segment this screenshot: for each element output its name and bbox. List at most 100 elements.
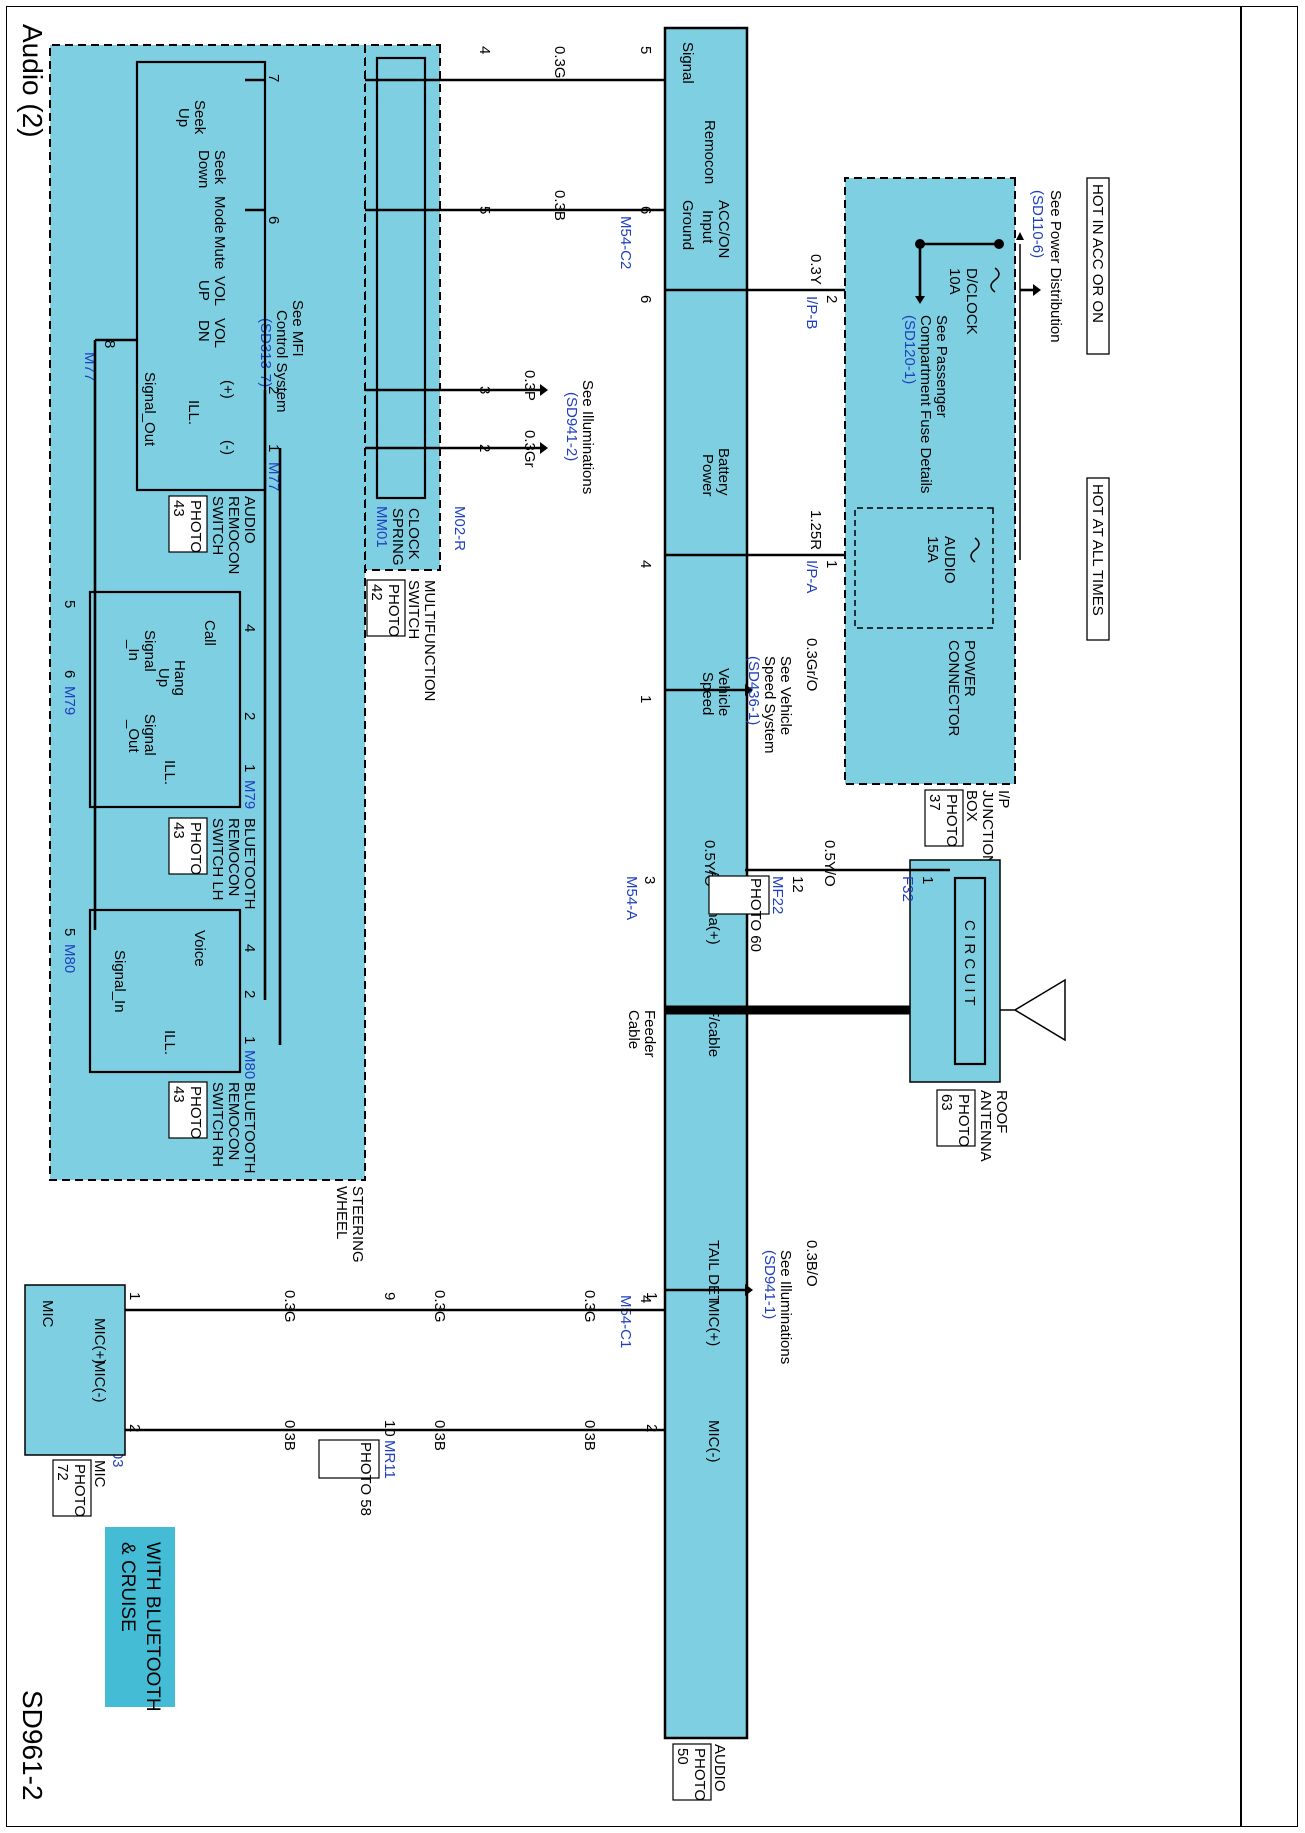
pin-mic2: 2 [643,1424,660,1432]
hot-acc-label: HOT IN ACC OR ON [1089,184,1106,323]
wire-mic-b1: 0.3B [581,1420,598,1451]
conn-m80-a: M80 [241,1050,258,1079]
bt-lh-sigout-1: Signal [141,714,158,756]
pin-lh6: 6 [61,670,78,678]
btn-vol-dn-1: VOL [211,318,228,348]
hot-all-label: HOT AT ALL TIMES [1089,484,1106,616]
ar-photo-2: 43 [170,500,187,517]
bt-lh-ill: ILL. [161,760,178,785]
passenger-ref-code: (SD120-1) [901,315,918,384]
lh-photo-2: 43 [170,822,187,839]
badge-line-2: & CRUISE [117,1542,138,1632]
conn-mm01: MM01 [373,506,390,548]
speed-ref-2: Speed System [761,656,778,754]
page-title: Audio (2) [17,24,48,138]
pin-power: Power [699,454,716,497]
wire-acc: 0.3Y [807,254,824,285]
pin-spd1: 1 [637,695,654,703]
pin-ant3: 3 [641,876,658,884]
bt-lh-3: SWITCH LH [209,818,226,901]
wire-mic-g3: 0.3G [281,1290,298,1323]
audio-remocon-1: AUDIO [241,496,258,544]
bt-lh-hang-2: Up [155,668,172,687]
page-frame [6,6,1298,1827]
power-dist-ref: See Power Distribution [1047,190,1064,343]
variant-badge: WITH BLUETOOTH & CRUISE [105,1527,175,1712]
btn-seek-down-2: Down [195,150,212,188]
fuse-audio-1: AUDIO [941,536,958,584]
btn-seek-up-1: Seek [191,100,208,135]
pin-acc2: 2 [823,295,840,303]
pin-lh2: 2 [241,712,258,720]
bt-lh-1: BLUETOOTH [241,818,258,909]
wire-illp: 0.3P [521,370,538,401]
pin-mic-plus: MIC(+) [705,1300,722,1346]
pin-ill3: 3 [476,386,493,394]
power-dist-code: (SD110-6) [1029,190,1046,258]
photo-60: PHOTO 60 [747,878,764,952]
pin-sw7: 7 [265,74,282,82]
pin-sig4: 4 [476,46,493,54]
pin-mr2: 2 [126,1424,143,1432]
btn-vol-dn-2: DN [195,320,212,342]
bt-lh-sigout-2: _Out [125,719,142,753]
btn-vol-up-2: UP [195,280,212,301]
wire-mic-g2: 0.3G [431,1290,448,1323]
pin-input: Input [699,210,716,244]
rh-photo-2: 43 [170,1086,187,1103]
illum-top-code: (SD941-2) [563,392,580,461]
mfi-ref-1: See MFI [289,300,306,357]
wire-ant2: 0.5Y/O [701,840,718,887]
pin-rh5: 5 [61,928,78,936]
wire-tail: 0.3B/O [803,1240,820,1287]
speed-ref-1: See Vehicle [777,656,794,735]
speed-ref-code: (SD436-1) [745,656,762,725]
ar-ill: ILL. [185,400,202,425]
roof-antenna: C I R C U I T 0.5Y/O 0.5Y/O 1 F32 12 MF2… [623,840,1066,1162]
mic-wiring: 1 2 0.3G 0.3B 0.3G 0.3B 9 10 MR11 PHOTO … [24,1284,665,1517]
pin-lh4: 4 [241,624,258,632]
pin-fcable: F/cable [705,1008,722,1057]
btn-mode: Mode [211,196,228,234]
mic-plus: MIC(+) [91,1318,108,1364]
btn-mute: Mute [211,236,228,269]
pin-mic10: 10 [381,1420,398,1437]
pin-batt4: 4 [637,560,654,568]
pin-rh4: 4 [241,944,258,952]
wire-gnd: 0.3B [551,190,568,221]
fuse-dclock-2: 10A [946,268,963,295]
bt-rh-3: SWITCH RH [209,1082,226,1167]
mic-photo-2: 72 [54,1464,71,1481]
wire-sig: 0.3G [551,46,568,79]
pin-sw2: 2 [265,386,282,394]
audio-remocon-3: SWITCH [209,496,226,555]
audio-photo-2: 50 [674,1748,691,1765]
pin-acc-on: ACC/ON [715,200,732,258]
pin-remocon: Remocon [701,120,718,184]
steering-label-1: STEERING [349,1186,366,1263]
clock-spring-1: CLOCK [405,508,422,560]
pin-vehicle: Vehicle [715,668,732,716]
bt-rh-voice: Voice [191,930,208,967]
antenna-label-1: ROOF [993,1090,1010,1133]
bt-rh-ill: ILL. [161,1030,178,1055]
tail-ref: See Illuminations [777,1250,794,1364]
bt-lh-hang-1: Hang [171,660,188,696]
feeder-2: Cable [625,1010,642,1049]
conn-mr11: MR11 [381,1440,398,1479]
antenna-circuit: C I R C U I T [961,920,978,1006]
tail-det-wiring: 0.3B/O 4 M54-C1 See Illuminations (SD941… [617,1240,820,1364]
rh-photo-1: PHOTO [187,1086,204,1139]
conn-m02r: M02-R [451,506,468,551]
bt-rh-signal-in: Signal_In [111,950,128,1013]
mic-inner: MIC [39,1300,56,1328]
wire-ant1: 0.5Y/O [821,840,838,887]
ar-minus: (-) [219,440,236,455]
power-wires: 0.3Y 2 I/P-B 6 1.25R 1 I/P-A 4 0.3Gr/O 1… [637,254,845,754]
clock-spring-2: SPRING [389,508,406,566]
wire-mic-g1: 0.3G [581,1290,598,1323]
conn-ipb: I/P-B [803,296,820,329]
passenger-ref-1: See Passenger [933,315,950,418]
pin-rh2: 2 [241,990,258,998]
